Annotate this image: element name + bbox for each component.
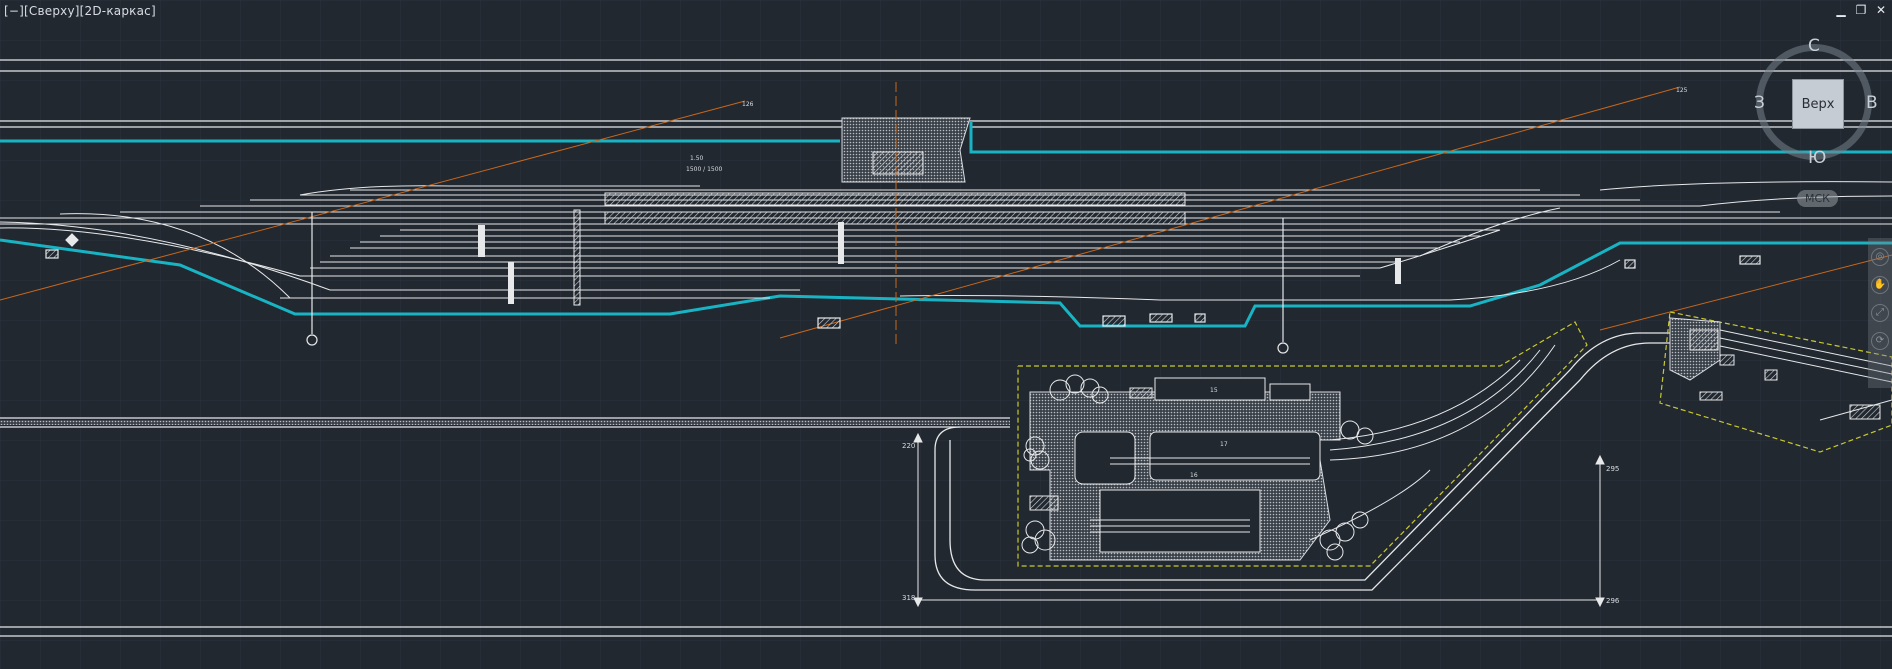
restore-button[interactable]: ❐: [1855, 3, 1867, 17]
signal-markers: [45, 212, 1761, 354]
depot-boundary: [1017, 311, 1892, 567]
road-loop: [0, 332, 1892, 637]
viewcube-west[interactable]: З: [1754, 93, 1765, 113]
minimize-button[interactable]: ▁: [1836, 3, 1846, 17]
depot-label-15: 15: [1210, 387, 1218, 394]
viewcube-east[interactable]: В: [1866, 93, 1878, 113]
viewcube-compass-ring[interactable]: [1756, 44, 1872, 160]
top-boundary-lines: [0, 59, 1892, 128]
fraction-label-bottom: 1500 / 1500: [686, 166, 723, 173]
viewport-controls-label[interactable]: [−][Сверху][2D-каркас]: [4, 4, 156, 18]
depot-label-16: 16: [1190, 472, 1198, 479]
station-building: [841, 117, 971, 183]
viewcube-north[interactable]: С: [1808, 36, 1820, 56]
orange-alignment-lines: [0, 82, 1892, 345]
fraction-label-top: 1.50: [690, 155, 704, 162]
dimension-left-top: 220: [902, 442, 915, 450]
depot-area: [1021, 344, 1556, 561]
window-controls: ▁ ❐ ✕: [1834, 3, 1888, 17]
close-button[interactable]: ✕: [1875, 3, 1887, 17]
viewcube-south[interactable]: Ю: [1808, 148, 1827, 168]
orange-label-right: 125: [1676, 87, 1688, 94]
steering-wheel-icon[interactable]: ◎: [1871, 248, 1889, 266]
wcs-menu-button[interactable]: МСК: [1797, 190, 1838, 207]
zoom-icon[interactable]: ⤢: [1871, 304, 1889, 322]
road-dotted-strip: [0, 420, 1010, 425]
platforms: [478, 192, 1401, 306]
dimension-right-top: 295: [1606, 465, 1619, 473]
cyan-boundary: [0, 121, 1892, 328]
viewcube-top-face[interactable]: Верх: [1792, 79, 1844, 129]
depot-label-17: 17: [1220, 441, 1228, 448]
right-depot-cluster: [1669, 317, 1892, 421]
dimension-lines: [913, 432, 1605, 608]
dimension-right-bottom: 296: [1606, 597, 1620, 605]
pan-icon[interactable]: ✋: [1871, 276, 1889, 294]
dimension-left-bottom: 318: [902, 594, 915, 602]
orange-label-left: 126: [742, 101, 754, 108]
orbit-icon[interactable]: ⟳: [1871, 332, 1889, 350]
viewcube[interactable]: С З В Ю Верх: [1750, 36, 1890, 168]
navigation-bar: ◎ ✋ ⤢ ⟳: [1868, 238, 1892, 388]
